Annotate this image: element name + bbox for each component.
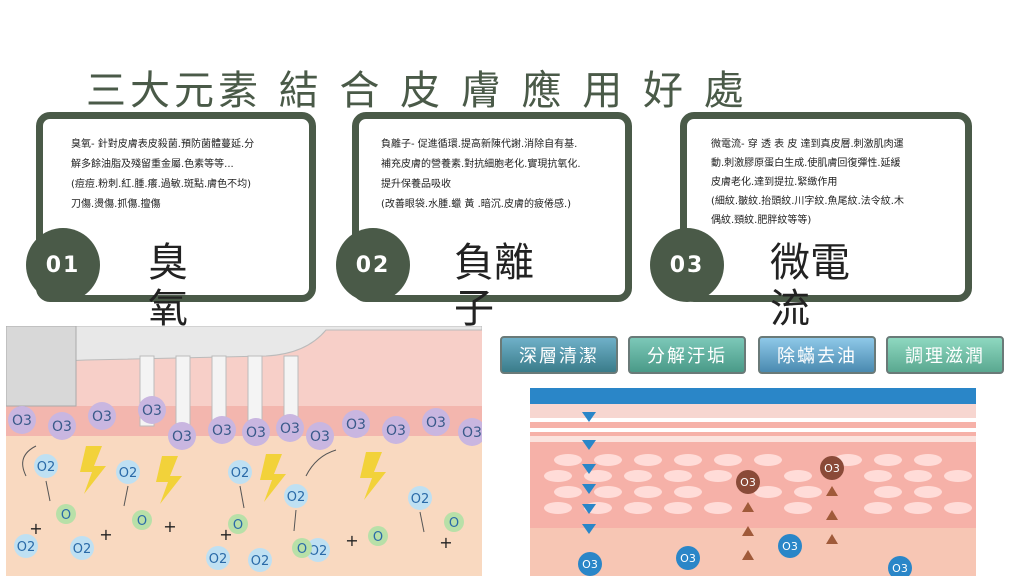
button-break-down-dirt[interactable]: 分解汙垢 [628,336,746,374]
svg-text:O3: O3 [740,476,756,489]
svg-text:O2: O2 [309,544,328,559]
svg-text:O3: O3 [462,425,482,441]
page-title: 三大元素 結 合 皮 膚 應 用 好 處 [86,68,748,114]
svg-text:O: O [373,530,383,545]
svg-text:O3: O3 [280,421,300,437]
svg-text:O: O [61,508,71,523]
button-condition-moisturize[interactable]: 調理滋潤 [886,336,1004,374]
svg-text:O2: O2 [287,490,306,505]
card-microcurrent: 微電流- 穿 透 表 皮 達到真皮層.刺激肌肉運 動.刺激膠原蛋白生成.使肌膚回… [680,112,972,302]
card-microcurrent-text: 微電流- 穿 透 表 皮 達到真皮層.刺激肌肉運 動.刺激膠原蛋白生成.使肌膚回… [711,139,904,226]
svg-text:O3: O3 [172,429,192,445]
skin-layers-illustration: O3 O3 O3 O3 O3 O3 [530,388,976,576]
svg-text:O: O [233,518,243,533]
svg-text:+: + [99,525,112,544]
svg-text:O2: O2 [37,460,56,475]
svg-text:O3: O3 [12,413,32,429]
svg-text:O3: O3 [310,429,330,445]
svg-text:O3: O3 [582,558,598,571]
svg-text:O2: O2 [411,492,430,507]
svg-text:O3: O3 [246,425,266,441]
svg-text:O: O [449,516,459,531]
svg-text:O2: O2 [231,466,250,481]
svg-text:O2: O2 [251,554,270,569]
svg-text:O2: O2 [73,542,92,557]
svg-text:O3: O3 [92,409,112,425]
svg-text:O3: O3 [52,419,72,435]
svg-text:O3: O3 [346,417,366,433]
number-badge-02: 02 [336,228,410,302]
svg-text:O3: O3 [426,415,446,431]
svg-text:O: O [297,542,307,557]
svg-text:O: O [137,514,147,529]
svg-text:O2: O2 [119,466,138,481]
svg-text:+: + [163,517,176,536]
card-negative-ion-text: 負離子- 促進循環.提高新陳代謝.消除自有基. 補充皮膚的營養素.對抗細胞老化.… [381,139,581,210]
svg-text:O3: O3 [782,540,798,553]
svg-text:+: + [219,525,232,544]
svg-text:O3: O3 [142,403,162,419]
svg-text:O3: O3 [892,562,908,575]
svg-text:O2: O2 [209,552,228,567]
label-negative-ion: 負離子 [454,240,534,332]
svg-text:O3: O3 [386,423,406,439]
label-microcurrent: 微電流 [770,240,850,332]
label-ozone: 臭氧 [148,240,188,332]
svg-text:+: + [345,531,358,550]
button-remove-mites-oil[interactable]: 除蟎去油 [758,336,876,374]
button-deep-clean[interactable]: 深層清潔 [500,336,618,374]
card-ozone-text: 臭氧- 針對皮膚表皮殺菌.預防菌體蔓延.分 解多餘油脂及殘留重金屬.色素等等..… [71,139,255,210]
svg-text:+: + [439,533,452,552]
number-badge-03: 03 [650,228,724,302]
ozone-skin-illustration: O3 O3 O3 O3 O3 O3 O3 O3 O3 O3 O3 O3 O3 O… [6,326,482,576]
number-badge-01: 01 [26,228,100,302]
svg-text:O3: O3 [212,423,232,439]
svg-text:+: + [29,519,42,538]
svg-text:O3: O3 [680,552,696,565]
svg-text:O3: O3 [824,462,840,475]
svg-text:O2: O2 [17,540,36,555]
